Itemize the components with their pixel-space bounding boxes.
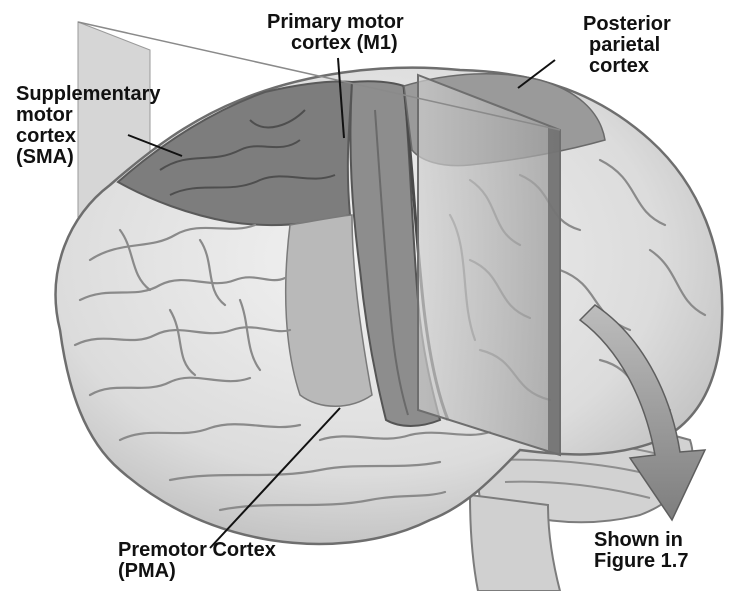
label-line: (SMA): [16, 147, 160, 168]
label-line: Shown in: [594, 530, 688, 551]
label-premotor-cortex: Premotor Cortex (PMA): [118, 540, 276, 582]
label-line: cortex (M1): [267, 33, 404, 54]
label-line: parietal: [583, 35, 671, 56]
label-posterior-parietal-cortex: Posterior parietal cortex: [583, 14, 671, 77]
label-line: cortex: [16, 126, 160, 147]
label-line: Supplementary: [16, 84, 160, 105]
label-supplementary-motor-cortex: Supplementary motor cortex (SMA): [16, 84, 160, 168]
label-primary-motor-cortex: Primary motor cortex (M1): [267, 12, 404, 54]
brainstem: [470, 495, 560, 591]
label-line: Figure 1.7: [594, 551, 688, 572]
label-line: motor: [16, 105, 160, 126]
label-line: Posterior: [583, 14, 671, 35]
label-line: Premotor Cortex: [118, 540, 276, 561]
label-shown-in-figure: Shown in Figure 1.7: [594, 530, 688, 572]
coronal-plane-edge: [548, 125, 560, 455]
coronal-plane-front: [418, 75, 560, 455]
label-line: cortex: [583, 56, 671, 77]
label-line: Primary motor: [267, 12, 404, 33]
label-line: (PMA): [118, 561, 276, 582]
